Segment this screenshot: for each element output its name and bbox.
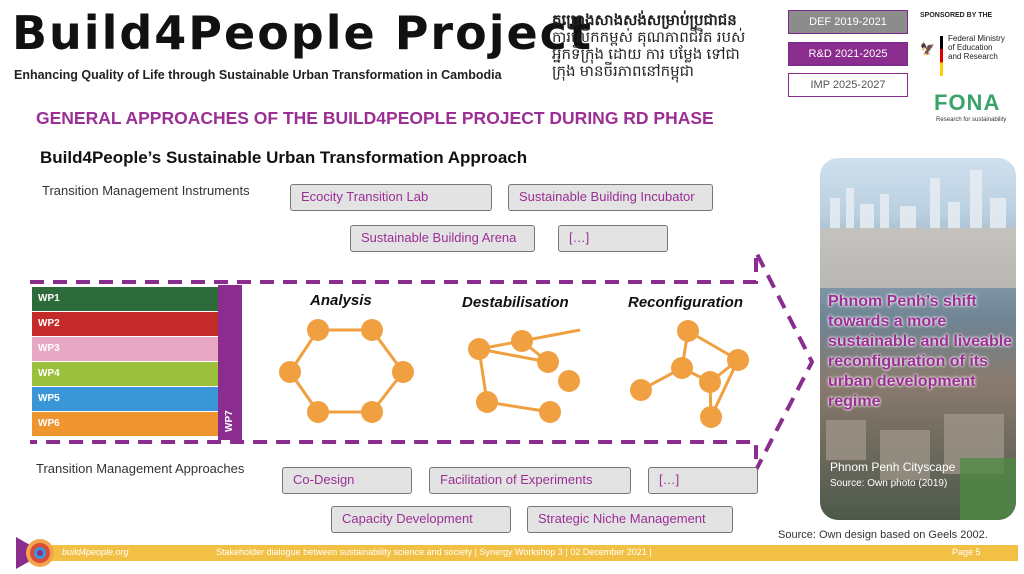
footer-bar xyxy=(44,545,1018,561)
phase-imp: IMP 2025-2027 xyxy=(788,73,908,97)
instruments-label: Transition Management Instruments xyxy=(42,183,250,198)
destabilisation-nodes xyxy=(468,330,580,423)
phase-def: DEF 2019-2021 xyxy=(788,10,908,34)
instrument-box: Sustainable Building Incubator xyxy=(508,184,713,211)
wp-bar: WP4 xyxy=(32,362,218,386)
approach-box: Facilitation of Experiments xyxy=(429,467,631,494)
sponsored-label: SPONSORED BY THE xyxy=(920,12,993,19)
approaches-label: Transition Management Approaches xyxy=(36,461,245,476)
wp-bar: WP5 xyxy=(32,387,218,411)
khmer-line: ការលើកកម្ពស់ គុណភាពជីវិត របស់ xyxy=(552,29,746,46)
cityscape-illustration xyxy=(820,170,1016,520)
source-note: Source: Own design based on Geels 2002. xyxy=(778,529,988,541)
ministry-line: Federal Ministry xyxy=(948,34,1005,43)
instrument-box: Sustainable Building Arena xyxy=(350,225,535,252)
german-flag-bar xyxy=(940,36,943,76)
approach-box: Capacity Development xyxy=(331,506,511,533)
cityscape-photo xyxy=(820,158,1016,520)
instrument-box: Ecocity Transition Lab xyxy=(290,184,492,211)
photo-overlay-text: Phnom Penh’s shift towards a more sustai… xyxy=(828,293,1013,410)
ministry-line: of Education xyxy=(948,43,993,52)
fona-logo: FONA xyxy=(934,90,1001,115)
approach-box: Strategic Niche Management xyxy=(527,506,733,533)
eagle-icon: 🦅 xyxy=(920,42,935,56)
approach-box: […] xyxy=(648,467,758,494)
approach-box: Co-Design xyxy=(282,467,412,494)
footer-event: Stakeholder dialogue between sustainabil… xyxy=(216,547,652,557)
khmer-line: អ្នកទីក្រុង ដោយ ការ បម្លែង ទៅជា xyxy=(552,46,740,63)
ministry-line: and Research xyxy=(948,52,998,61)
wp-bar: WP6 xyxy=(32,412,218,436)
reconfiguration-nodes xyxy=(630,320,749,428)
dashed-arrow xyxy=(30,251,815,471)
wp-bar: WP3 xyxy=(32,337,218,361)
wp-bar: WP2 xyxy=(32,312,218,336)
project-title: Build4People Project xyxy=(12,6,593,60)
stage-reconfiguration: Reconfiguration xyxy=(628,294,743,311)
wp-bar: WP1 xyxy=(32,287,218,311)
slide-subheading: Build4People’s Sustainable Urban Transfo… xyxy=(40,148,528,167)
photo-source: Source: Own photo (2019) xyxy=(830,478,948,489)
analysis-network xyxy=(288,328,405,414)
photo-caption: Phnom Penh Cityscape xyxy=(830,460,956,474)
footer-url[interactable]: build4people.org xyxy=(62,547,129,557)
stage-destabilisation: Destabilisation xyxy=(462,294,569,311)
bmbf-logo: 🦅 Federal Ministry of Education and Rese… xyxy=(918,34,1018,78)
khmer-line: ក្រុង មានចីរភាពនៅកម្ពុជា xyxy=(552,63,694,80)
khmer-title: គម្រោងសាងសង់សម្រាប់ប្រជាជន ការលើកកម្ពស់ … xyxy=(552,12,780,80)
project-subtitle: Enhancing Quality of Life through Sustai… xyxy=(14,68,502,82)
page-number: Page 5 xyxy=(952,547,981,557)
fona-subtitle: Research for sustainability xyxy=(936,117,1007,123)
analysis-nodes xyxy=(279,319,414,423)
khmer-line: គម្រោងសាងសង់សម្រាប់ប្រជាជន xyxy=(552,12,737,29)
build4people-logo xyxy=(16,537,54,569)
slide-heading: GENERAL APPROACHES OF THE BUILD4PEOPLE P… xyxy=(36,108,714,128)
instrument-box: […] xyxy=(558,225,668,252)
phase-rd: R&D 2021-2025 xyxy=(788,42,908,66)
stage-analysis: Analysis xyxy=(310,292,372,309)
wp7-bar: WP7 xyxy=(218,285,242,440)
